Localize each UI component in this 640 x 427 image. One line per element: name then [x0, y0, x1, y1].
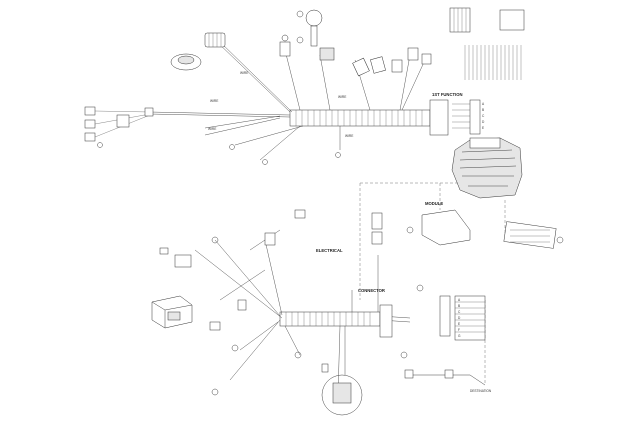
svg-text:E: E — [482, 126, 484, 130]
svg-text:WIRE: WIRE — [210, 99, 218, 103]
bottom-right-lead: DESTINATION — [404, 369, 492, 393]
lower-trunk-sleeve — [279, 311, 381, 327]
sensor-component — [319, 47, 335, 61]
upper-harness: 1ST FUNCTION A B C D E — [84, 7, 525, 165]
svg-text:B: B — [482, 108, 484, 112]
plug-cluster — [352, 47, 432, 77]
round-lamp-component — [305, 9, 323, 47]
lower-left-parts — [159, 209, 306, 396]
upper-callouts: WIRE WIRE WIRE WIRE WIRE — [97, 71, 353, 165]
spool-component — [170, 53, 202, 71]
svg-text:DESTINATION: DESTINATION — [470, 389, 492, 393]
control-module: MODULE — [421, 201, 471, 246]
lower-harness: ELECTRICAL CONNECTOR — [194, 212, 411, 396]
svg-text:WIRE: WIRE — [240, 71, 248, 75]
bottom-round-component — [321, 363, 363, 416]
top-tube-component — [204, 32, 226, 48]
lower-pin-table: A B C D E F G — [439, 295, 486, 341]
misc-callouts — [296, 10, 424, 359]
svg-text:D: D — [458, 316, 461, 320]
right-board — [503, 221, 564, 249]
svg-text:A: A — [458, 298, 461, 302]
svg-text:CONNECTOR: CONNECTOR — [358, 288, 385, 293]
svg-text:WIRE: WIRE — [338, 95, 346, 99]
svg-text:ELECTRICAL: ELECTRICAL — [316, 248, 343, 253]
svg-text:MODULE: MODULE — [425, 201, 443, 206]
svg-text:D: D — [482, 120, 485, 124]
svg-text:WIRE: WIRE — [345, 134, 353, 138]
lower-main-connector — [379, 304, 393, 338]
left-end-connectors — [84, 106, 154, 142]
reference-lines — [359, 182, 506, 385]
upper-pin-table: A B C D E — [452, 99, 485, 135]
upper-trunk-sleeve — [289, 109, 431, 127]
svg-text:C: C — [482, 114, 485, 118]
svg-text:F: F — [458, 328, 460, 332]
top-plug-component — [279, 34, 291, 57]
svg-text:C: C — [458, 310, 461, 314]
svg-text:B: B — [458, 304, 460, 308]
upper-connector-label: 1ST FUNCTION — [432, 92, 462, 97]
battery-box — [151, 295, 193, 329]
terminal-set — [449, 7, 525, 80]
upper-main-connector — [429, 99, 449, 136]
svg-text:G: G — [458, 334, 461, 338]
svg-text:E: E — [458, 322, 460, 326]
svg-text:A: A — [482, 102, 485, 106]
engine-unit — [451, 137, 523, 199]
svg-text:WIRE: WIRE — [208, 127, 216, 131]
